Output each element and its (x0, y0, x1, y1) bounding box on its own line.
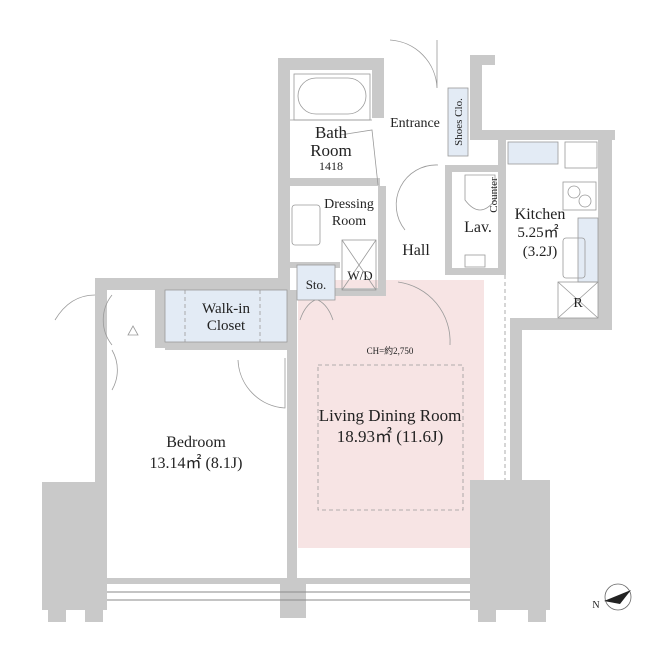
kitchen-area: 5.25㎡ (517, 224, 558, 241)
bathtub (293, 73, 371, 121)
storage-label: Sto. (306, 277, 327, 292)
bath-room-label-2: Room (310, 141, 352, 160)
wash-basin (291, 204, 321, 246)
entrance-label: Entrance (390, 116, 440, 131)
ceiling-height-label: CH=約2,750 (367, 345, 414, 356)
bath-room-label: Bath (315, 123, 348, 142)
walk-in-closet-label-2: Closet (207, 318, 246, 334)
kitchen-cabinet (507, 141, 559, 165)
triangle-marker-icon (127, 325, 139, 336)
shoes-closet-label: Shoes Clo. (453, 98, 465, 146)
counter-label: Counter (488, 177, 500, 213)
kitchen-sink (562, 237, 586, 279)
kitchen-jo: (3.2J) (523, 244, 558, 260)
storage-closet (296, 264, 336, 301)
living-room-dashed-area (317, 364, 464, 511)
living-room-area-label: 18.93㎡ (11.6J) (337, 427, 444, 446)
bedroom-label: Bedroom (166, 434, 226, 451)
walk-in-closet-label: Walk-in (202, 301, 250, 317)
dressing-room-label-2: Room (332, 214, 366, 229)
living-room-label: Living Dining Room (319, 406, 462, 425)
compass-icon (604, 583, 632, 611)
bath-door (339, 129, 379, 186)
door-swings (54, 39, 451, 409)
walls (42, 55, 615, 622)
bedroom-area: 13.14㎡ (8.1J) (150, 454, 243, 472)
refrigerator-label: R (573, 296, 583, 311)
shoes-closet (447, 87, 469, 157)
bath-room-size: 1418 (319, 159, 343, 173)
kitchen-label: Kitchen (515, 206, 566, 223)
toilet-icon (464, 174, 496, 211)
living-room-area (298, 280, 484, 548)
lavatory-label: Lav. (464, 219, 492, 236)
hall-label: Hall (402, 242, 430, 259)
washer-dryer-label: W/D (347, 268, 372, 283)
washer-dryer-space (341, 239, 377, 291)
compass-north-label: N (592, 600, 599, 611)
refrigerator-space (557, 281, 599, 319)
stove-icon (562, 181, 597, 211)
dressing-room-label: Dressing (324, 197, 374, 212)
